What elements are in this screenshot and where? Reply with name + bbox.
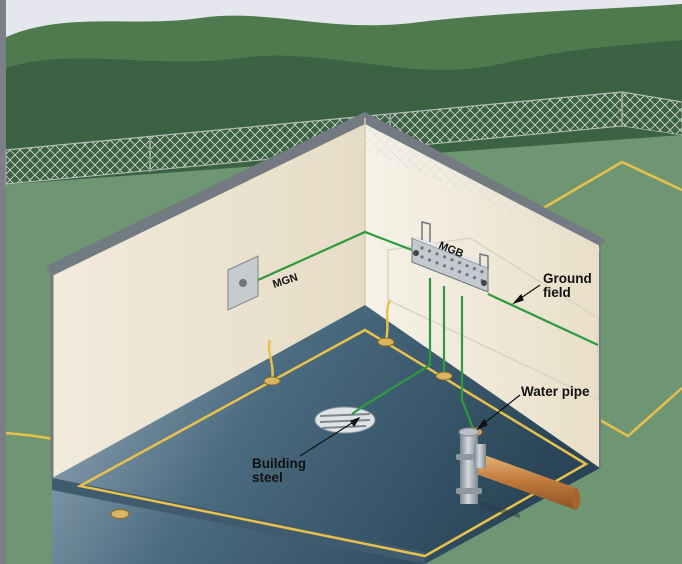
building-steel-label-line1: Building — [252, 456, 306, 471]
mgn-plate — [227, 255, 259, 311]
water-pipe — [456, 427, 580, 518]
ground-field-label-line2: field — [543, 285, 571, 300]
bus-bar-terminal — [457, 270, 462, 274]
bonding-conductors — [257, 230, 599, 429]
bus-bar-terminal — [435, 261, 439, 265]
bus-bar-terminal — [420, 255, 424, 259]
bus-bar-terminal — [427, 249, 432, 253]
bus-bar-terminal — [472, 267, 477, 271]
bus-bar-terminal — [480, 270, 484, 274]
building-steel-label-line2: steel — [252, 470, 283, 485]
bus-bar-terminal — [465, 264, 469, 268]
bus-bar-terminal — [457, 261, 462, 265]
bus-bar-terminal — [465, 273, 469, 277]
ground-wire-left — [267, 339, 274, 381]
left-wall — [52, 118, 365, 478]
leader-arrows — [299, 284, 541, 457]
ground-field-label-line1: Ground — [543, 271, 592, 286]
bus-bar-terminal — [442, 264, 447, 268]
ground-bus-bar-icon — [411, 221, 492, 293]
building-steel — [314, 406, 376, 434]
bus-bar-terminal — [427, 258, 432, 262]
bus-bar-terminal — [420, 246, 424, 250]
right-wall — [365, 118, 600, 468]
bus-bar-terminal — [472, 276, 477, 280]
bus-bar-terminal — [450, 258, 454, 262]
fence-behind-wall — [365, 124, 600, 250]
bus-bar-terminal — [442, 255, 447, 259]
ground-wire-corner — [384, 299, 392, 341]
bus-bar-terminal — [435, 252, 439, 256]
left-border — [0, 0, 6, 564]
bus-bar-terminal — [450, 267, 454, 271]
ground-field-outline — [387, 237, 599, 401]
water-pipe-label: Water pipe — [521, 384, 590, 399]
